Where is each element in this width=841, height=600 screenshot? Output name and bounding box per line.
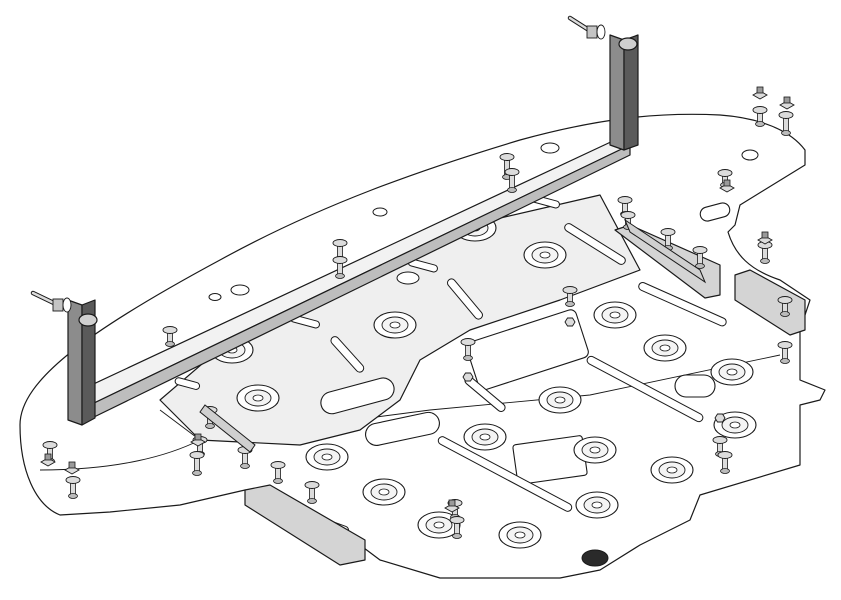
embossed-pad (417, 511, 461, 539)
long-bolt (30, 290, 72, 313)
left-bracket-side (81, 299, 96, 426)
hole (741, 149, 759, 161)
clip-nut (444, 499, 460, 513)
bolt-fastener (777, 296, 793, 317)
bolt-fastener (65, 476, 81, 499)
slot (447, 278, 483, 320)
slot (564, 223, 626, 265)
embossed-pad (362, 478, 406, 506)
clip-nut (719, 179, 735, 193)
cutout-large (466, 309, 589, 391)
hole (208, 293, 222, 301)
bolt-fastener (332, 256, 348, 279)
plate-fold-line (159, 409, 201, 441)
bolt-fastener (752, 106, 768, 127)
cutout-slot (320, 377, 395, 415)
slot (586, 355, 704, 423)
bolt-fastener (270, 461, 286, 484)
cutout-slot (674, 374, 716, 398)
strap-bracket (623, 218, 707, 284)
bolt-fastener (778, 111, 794, 136)
right-bracket-face (609, 34, 625, 151)
hole (540, 142, 560, 154)
cutout-slot (365, 411, 440, 446)
embossed-pad (373, 311, 417, 339)
slot (174, 377, 201, 390)
hex-nut (714, 413, 726, 423)
clip-nut (752, 86, 768, 100)
bolt-fastener (717, 451, 733, 474)
embossed-pad (498, 521, 542, 549)
clip-nut (757, 231, 773, 245)
left-bracket (67, 299, 98, 426)
bolt-fastener (777, 341, 793, 364)
clip-nut (190, 433, 206, 447)
clip-nut (779, 96, 795, 110)
embossed-pad (650, 456, 694, 484)
strap-bracket (199, 404, 256, 453)
cutout-slot (699, 202, 731, 222)
side-rails (244, 224, 806, 566)
bolt-fastener (562, 286, 578, 307)
clip-nut (64, 461, 80, 475)
embossed-pad (575, 491, 619, 519)
bolt-fastener (757, 241, 773, 264)
fasteners (30, 15, 795, 539)
right-end-bracket (734, 269, 806, 336)
bolt-fastener (449, 516, 465, 539)
embossed-pad (305, 443, 349, 471)
embossed-pad (643, 334, 687, 362)
rubber-plug (581, 549, 609, 567)
long-bolt (567, 15, 606, 40)
clip-nut (40, 453, 56, 467)
bracket-bushing (78, 313, 98, 327)
hole (396, 271, 420, 285)
bolt-fastener (304, 481, 320, 504)
embossed-pad (236, 384, 280, 412)
left-rail (244, 484, 366, 566)
bolt-fastener (460, 338, 476, 361)
hex-nut (564, 317, 576, 327)
slot (437, 436, 573, 512)
hole (372, 207, 388, 217)
bracket-bushing (618, 37, 638, 51)
embossed-pad (538, 386, 582, 414)
mount-brackets (67, 34, 639, 426)
bolt-fastener (189, 451, 205, 476)
hex-nut (462, 372, 474, 382)
bolt-fastener (504, 168, 520, 193)
plate-cutouts (320, 202, 731, 485)
embossed-pad (523, 241, 567, 269)
embossed-pad (710, 358, 754, 386)
hole (230, 284, 250, 296)
right-bracket (609, 34, 639, 151)
embossed-pad (463, 423, 507, 451)
bolt-fastener (692, 246, 708, 269)
slot (638, 282, 727, 327)
plate-holes (208, 142, 759, 301)
embossed-pad (573, 436, 617, 464)
slot (330, 336, 365, 373)
bolt-fastener (162, 326, 178, 347)
right-bracket-side (623, 34, 639, 151)
embossed-pad (593, 301, 637, 329)
